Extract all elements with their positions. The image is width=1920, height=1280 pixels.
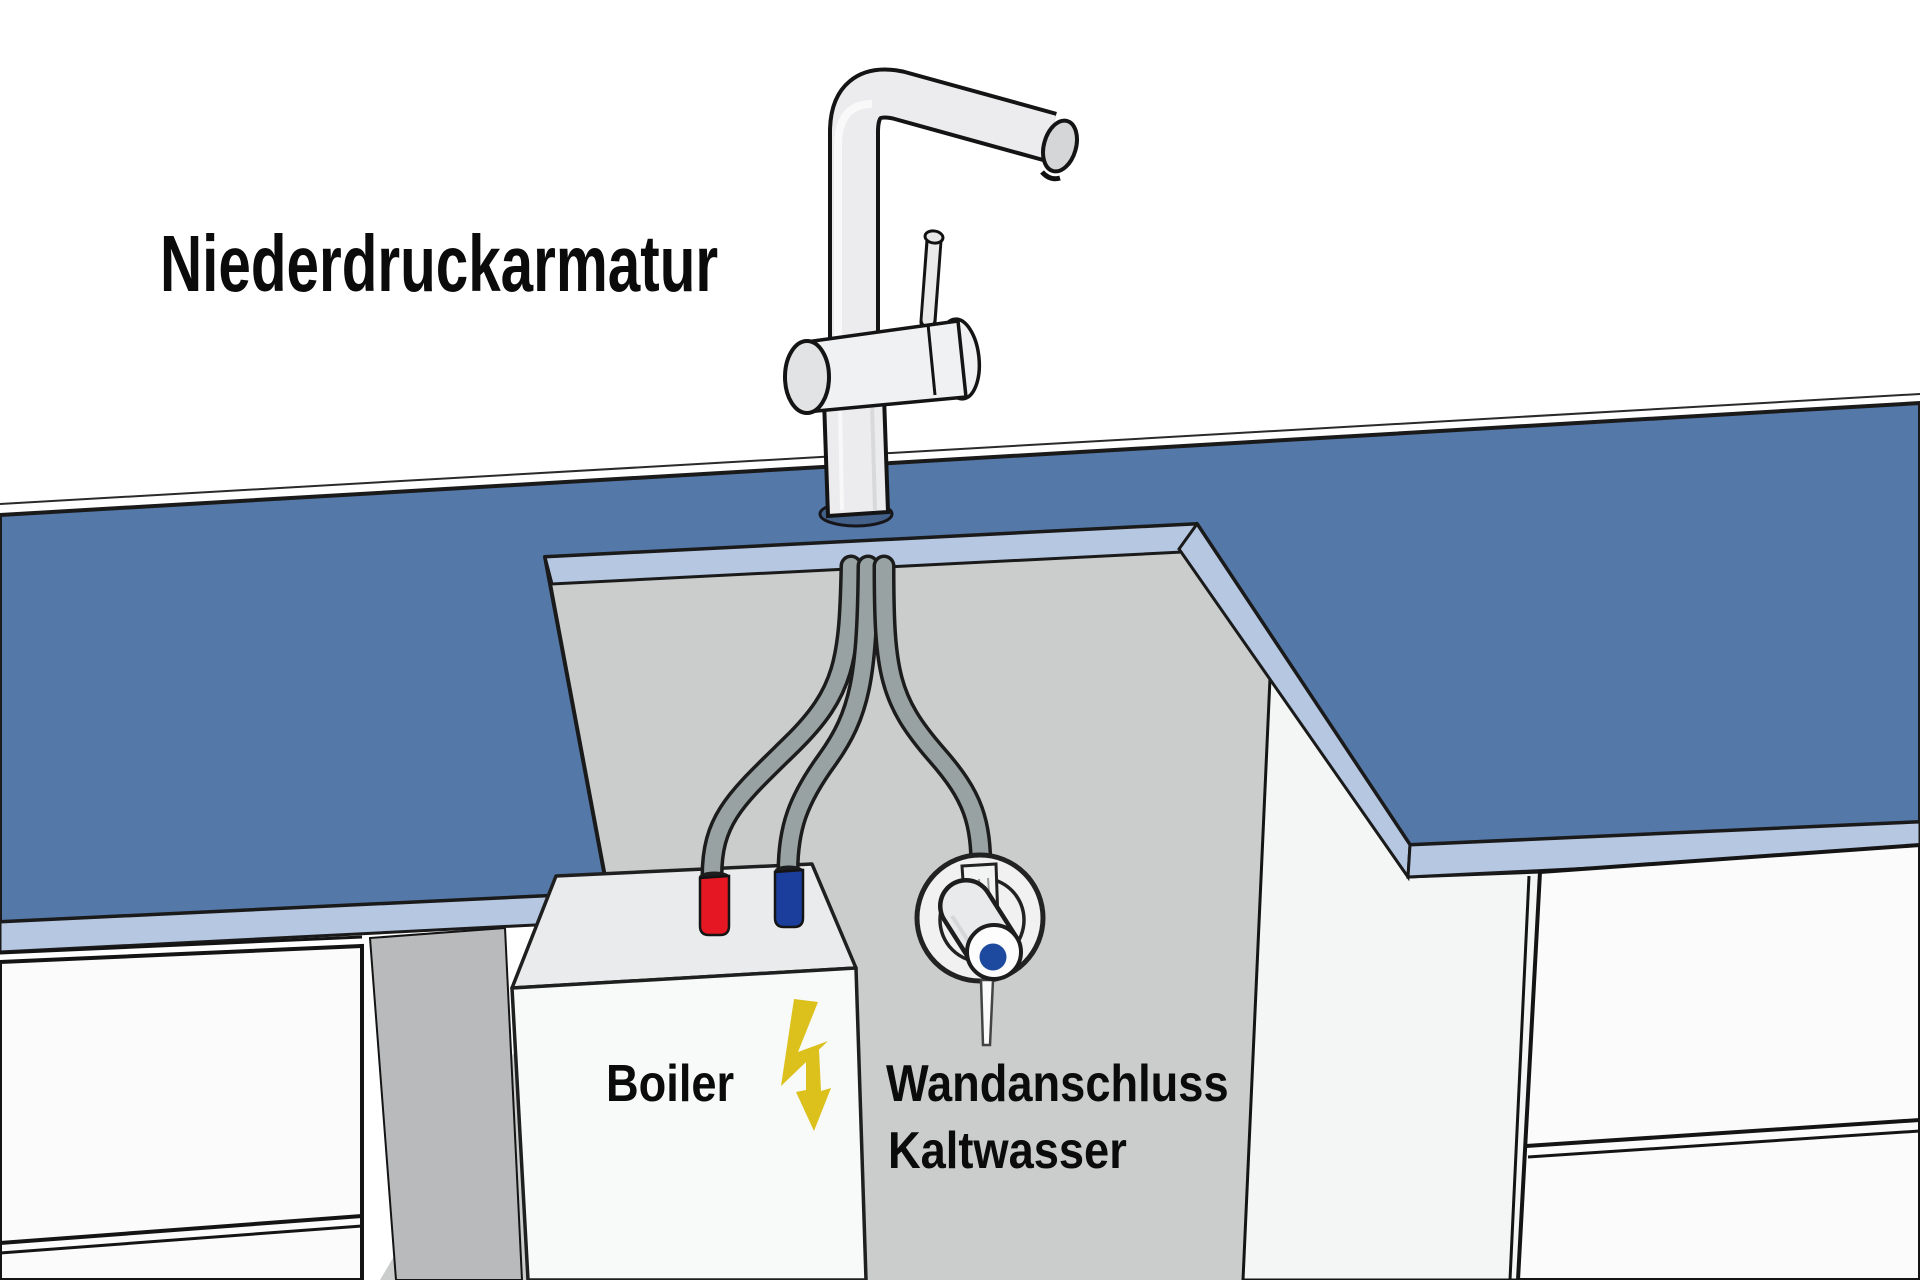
boiler-label-group: Boiler	[606, 1055, 734, 1113]
cavity-left-wall	[368, 926, 524, 1280]
drawer-gap-line	[0, 935, 363, 955]
drawer-front-right	[1515, 842, 1920, 1280]
lightning-arrow-icon	[781, 999, 831, 1131]
drawer-gap-line	[1508, 875, 1531, 1280]
faucet-base-tube	[821, 393, 891, 519]
pipes	[700, 554, 993, 888]
faucet-spout	[832, 71, 1056, 368]
boiler	[510, 862, 868, 1280]
pipe-body	[780, 558, 876, 880]
lightning-bolt	[781, 999, 828, 1086]
faucet-base-shade	[870, 402, 877, 511]
faucet-lever	[922, 236, 940, 326]
faucet-cartridge-seam	[926, 323, 937, 396]
cabinet-left	[0, 935, 364, 1280]
boiler-label: Boiler	[606, 1055, 734, 1113]
faucet	[783, 67, 1079, 528]
drawer-divider-line	[1525, 1118, 1920, 1148]
valve-tail-pipe	[979, 978, 995, 1047]
pipe-body	[704, 558, 859, 884]
hot-water-connector	[698, 874, 731, 937]
wall-connection-label-group2: Kaltwasser	[888, 1122, 1127, 1180]
wall-connection-label-line1: Wandanschluss	[886, 1055, 1229, 1113]
countertop-front-edge-right	[1406, 820, 1920, 879]
drawer-divider-line	[0, 1224, 363, 1255]
wall-connection-label-line2: Kaltwasser	[888, 1122, 1127, 1180]
drawer-divider-line	[1527, 1129, 1920, 1159]
wall-connection	[914, 852, 1046, 1047]
faucet-spout-highlight	[834, 100, 873, 360]
page-title: Niederdruckarmatur	[160, 219, 718, 308]
pipe-cold-water-boiler	[776, 554, 880, 884]
labels: Niederdruckarmatur Boiler Wandanschluss …	[160, 219, 1229, 1180]
boiler-front-face	[510, 966, 868, 1280]
faucet-lever-cap	[923, 229, 945, 245]
faucet-spout-tip	[1041, 118, 1079, 174]
countertop-back-sketchline	[0, 393, 1920, 505]
lightning-arrow	[796, 1050, 831, 1131]
cold-water-connector	[773, 868, 805, 929]
wall-connection-label-group: Wandanschluss	[886, 1055, 1229, 1113]
pipe-body	[876, 558, 989, 880]
drawer-divider-line	[0, 1214, 363, 1245]
boiler-connectors	[698, 865, 805, 937]
cabinet-right	[1508, 842, 1920, 1280]
drawer-front-left-top	[0, 943, 364, 1280]
faucet-cartridge-left-cap	[783, 339, 831, 415]
pipe-cold-water-wall	[872, 554, 993, 884]
faucet-base-highlight	[838, 404, 844, 511]
page-title-group: Niederdruckarmatur	[160, 219, 718, 308]
pipe-hot-water	[700, 554, 863, 888]
faucet-spout-drip-mark	[1040, 170, 1061, 182]
valve-blue-dot	[979, 943, 1007, 971]
